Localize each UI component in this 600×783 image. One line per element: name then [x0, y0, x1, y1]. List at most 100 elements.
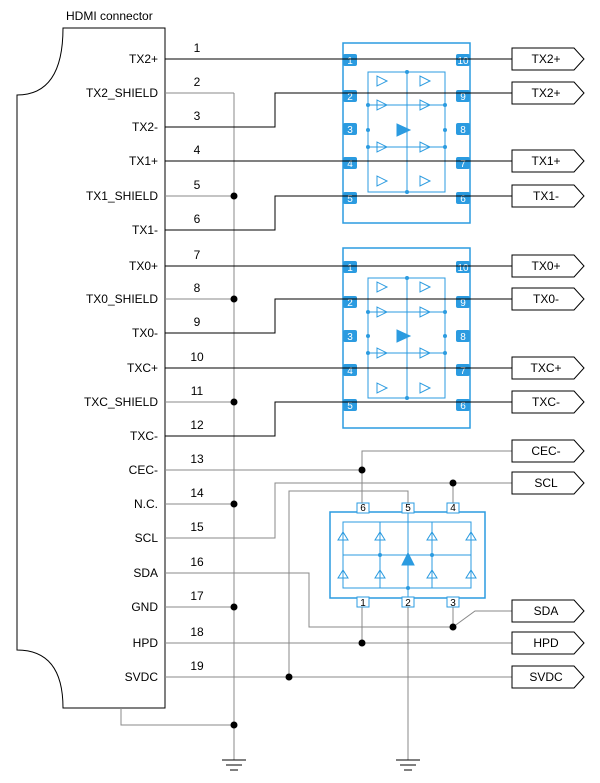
- chip3-pin-label: 5: [405, 503, 411, 514]
- chip2-pin-label: 6: [460, 401, 466, 412]
- pin-number-label: 11: [191, 384, 204, 398]
- pin-number-label: 4: [194, 143, 201, 157]
- pin-name-label: SDA: [133, 566, 158, 580]
- output-tag-outline: [511, 184, 585, 208]
- output-tag-label: TX0-: [533, 292, 559, 306]
- output-tag: TX1+: [511, 149, 585, 173]
- output-tag-label: SVDC: [529, 670, 563, 684]
- pin-name-label: TX0+: [129, 259, 158, 273]
- output-tag: TX0-: [511, 287, 585, 311]
- output-tag-outline: [511, 631, 585, 655]
- chip2-pin-label: 4: [347, 366, 353, 377]
- pin-number-label: 15: [190, 520, 204, 534]
- chip2-pin-label: 7: [460, 366, 466, 377]
- output-tag: TXC-: [511, 390, 585, 414]
- output-tag: TXC+: [511, 356, 585, 380]
- pin-name-label: CEC-: [129, 463, 158, 477]
- pin-name-label: TXC_SHIELD: [84, 395, 158, 409]
- pin-name-label: SVDC: [125, 670, 159, 684]
- connector-title: HDMI connector: [66, 9, 153, 23]
- pin-number-label: 19: [190, 659, 204, 673]
- pin-name-label: TXC-: [130, 429, 158, 443]
- hdmi-connector-body: [16, 27, 166, 709]
- pin-number-label: 7: [194, 248, 201, 262]
- output-tag-label: SDA: [534, 604, 559, 618]
- output-tag-outline: [511, 287, 585, 311]
- output-tags: TX2+ TX2+ TX1+ TX1- TX0+ TX0- TXC+ TXC- CEC- SCL S…: [511, 47, 585, 689]
- pin-name-label: HPD: [133, 636, 159, 650]
- output-tag-outline: [511, 471, 585, 495]
- chip1-pin-label: 9: [460, 92, 466, 103]
- pin-number-label: 10: [190, 350, 204, 364]
- chip1-pin-label: 4: [347, 159, 353, 170]
- chip2-pin-label: 9: [460, 298, 466, 309]
- output-tag: CEC-: [511, 439, 585, 463]
- chip2-pin-label: 3: [347, 332, 353, 343]
- output-tag-label: TX2+: [531, 52, 560, 66]
- output-tag-label: CEC-: [531, 444, 560, 458]
- chip1-pin-label: 6: [460, 194, 466, 205]
- ground-symbol-right: [396, 759, 420, 771]
- output-tag-outline: [511, 254, 585, 278]
- connector-ground-link: [120, 708, 234, 726]
- chip3-pin-label: 3: [450, 598, 456, 609]
- pin-name-label: TXC+: [127, 361, 158, 375]
- output-tag-label: TX2+: [531, 86, 560, 100]
- chip3-pin-label: 6: [360, 503, 366, 514]
- chip1-pin-label: 1: [347, 56, 353, 67]
- junction-nodes: [230, 192, 457, 729]
- signal-wires: [165, 58, 512, 760]
- pin-name-label: TX1+: [129, 154, 158, 168]
- pin-name-label: TX0_SHIELD: [86, 292, 158, 306]
- pin-name-label: TX2-: [132, 120, 158, 134]
- output-tag-label: TXC+: [530, 361, 561, 375]
- chip3-pin-label: 2: [405, 598, 411, 609]
- pin-number-label: 14: [190, 486, 204, 500]
- chip2-pin-label: 1: [347, 263, 353, 274]
- output-tag: SVDC: [511, 665, 585, 689]
- pin-number-label: 5: [194, 178, 201, 192]
- output-tag-label: HPD: [533, 636, 559, 650]
- pin-number-label: 6: [194, 212, 201, 226]
- pin-name-label: TX0-: [132, 326, 158, 340]
- pin-name-label: TX1_SHIELD: [86, 189, 158, 203]
- output-tag-outline: [511, 599, 585, 623]
- pin-name-label: GND: [131, 600, 158, 614]
- chip3-pin-label: 1: [360, 598, 366, 609]
- pin-name-label: TX2_SHIELD: [86, 86, 158, 100]
- pin-number-label: 8: [194, 281, 201, 295]
- chip1-pin-label: 2: [347, 92, 353, 103]
- pin-name-label: N.C.: [134, 497, 158, 511]
- pin-number-label: 9: [194, 315, 201, 329]
- output-tag-label: TXC-: [532, 395, 560, 409]
- esd-array-1: 1 2 3 4 5 10 9 8 7 6: [342, 42, 471, 224]
- pin-number-label: 17: [190, 589, 204, 603]
- output-tag: HPD: [511, 631, 585, 655]
- chip2-pin-label: 8: [460, 332, 466, 343]
- pin-number-label: 18: [190, 625, 204, 639]
- output-tag-label: TX0+: [531, 259, 560, 273]
- pin-number-label: 12: [190, 418, 204, 432]
- chip1-pin-label: 3: [347, 125, 353, 136]
- pin-number-label: 13: [190, 452, 204, 466]
- ground-symbol-left: [222, 759, 246, 771]
- esd-array-3: 6 5 4 1 2 3: [329, 502, 486, 609]
- output-tag-outline: [511, 439, 585, 463]
- pin-name-label: TX2+: [129, 52, 158, 66]
- output-tag: SDA: [511, 599, 585, 623]
- output-tag-outline: [511, 81, 585, 105]
- output-tag-outline: [511, 390, 585, 414]
- chip2-pin-label: 5: [347, 401, 353, 412]
- output-tag-label: TX1-: [533, 189, 559, 203]
- output-tag: SCL: [511, 471, 585, 495]
- pin-name-label: TX1-: [132, 223, 158, 237]
- output-tag-label: TX1+: [531, 154, 560, 168]
- chip2-pin-label: 2: [347, 298, 353, 309]
- pin-labels: TX2+ TX2_SHIELD TX2- TX1+ TX1_SHIELD TX1- TX0+…: [84, 52, 158, 684]
- chip1-pin-label: 8: [460, 125, 466, 136]
- pin-name-label: SCL: [135, 531, 159, 545]
- output-tag-outline: [511, 47, 585, 71]
- pin-number-label: 1: [194, 41, 201, 55]
